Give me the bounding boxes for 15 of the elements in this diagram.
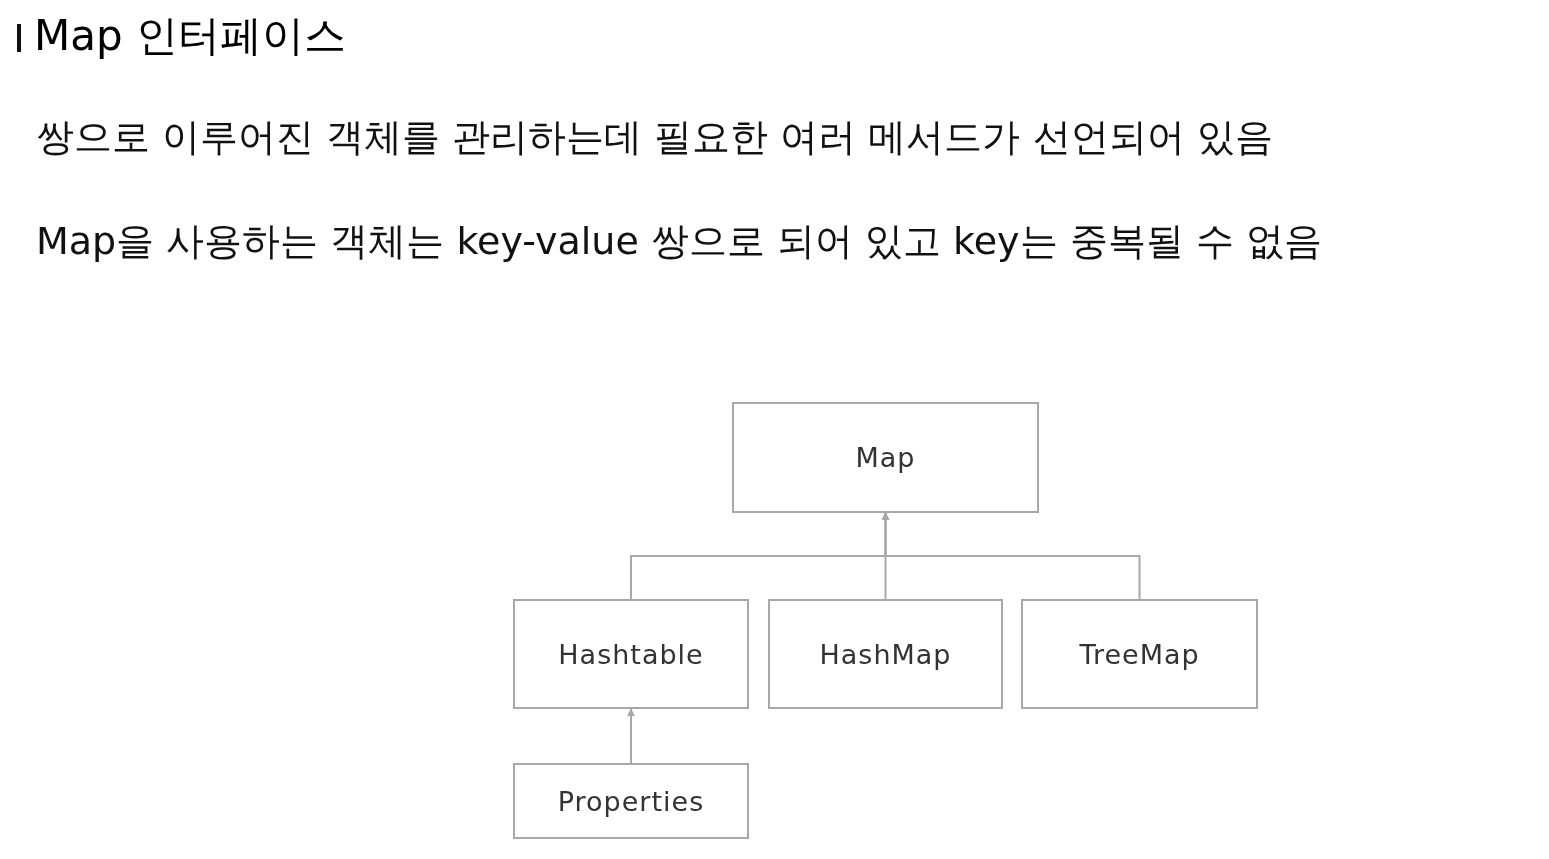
class-box (1021, 599, 1258, 709)
class-name: Hashtable (558, 638, 704, 670)
description-text: Map을 사용하는 객체는 key-value 쌍으로 되어 있고 key는 중복될 수 없음 (36, 218, 1322, 265)
class-name: Properties (557, 785, 705, 817)
class-box (768, 599, 1003, 709)
inheritance-arrow (881, 512, 1141, 600)
description-text: 쌍으로 이루어진 객체를 관리하는데 필요한 여러 메서드가 선언되어 있음 (36, 114, 1273, 161)
class-name: Map (855, 442, 916, 473)
class-name: HashMap (819, 638, 952, 670)
class-name: TreeMap (1079, 638, 1200, 670)
class-box (513, 599, 749, 709)
class-box (732, 402, 1039, 513)
class-box (513, 763, 749, 839)
inheritance-arrow (627, 708, 635, 764)
title: Map 인터페이스 (34, 10, 346, 62)
